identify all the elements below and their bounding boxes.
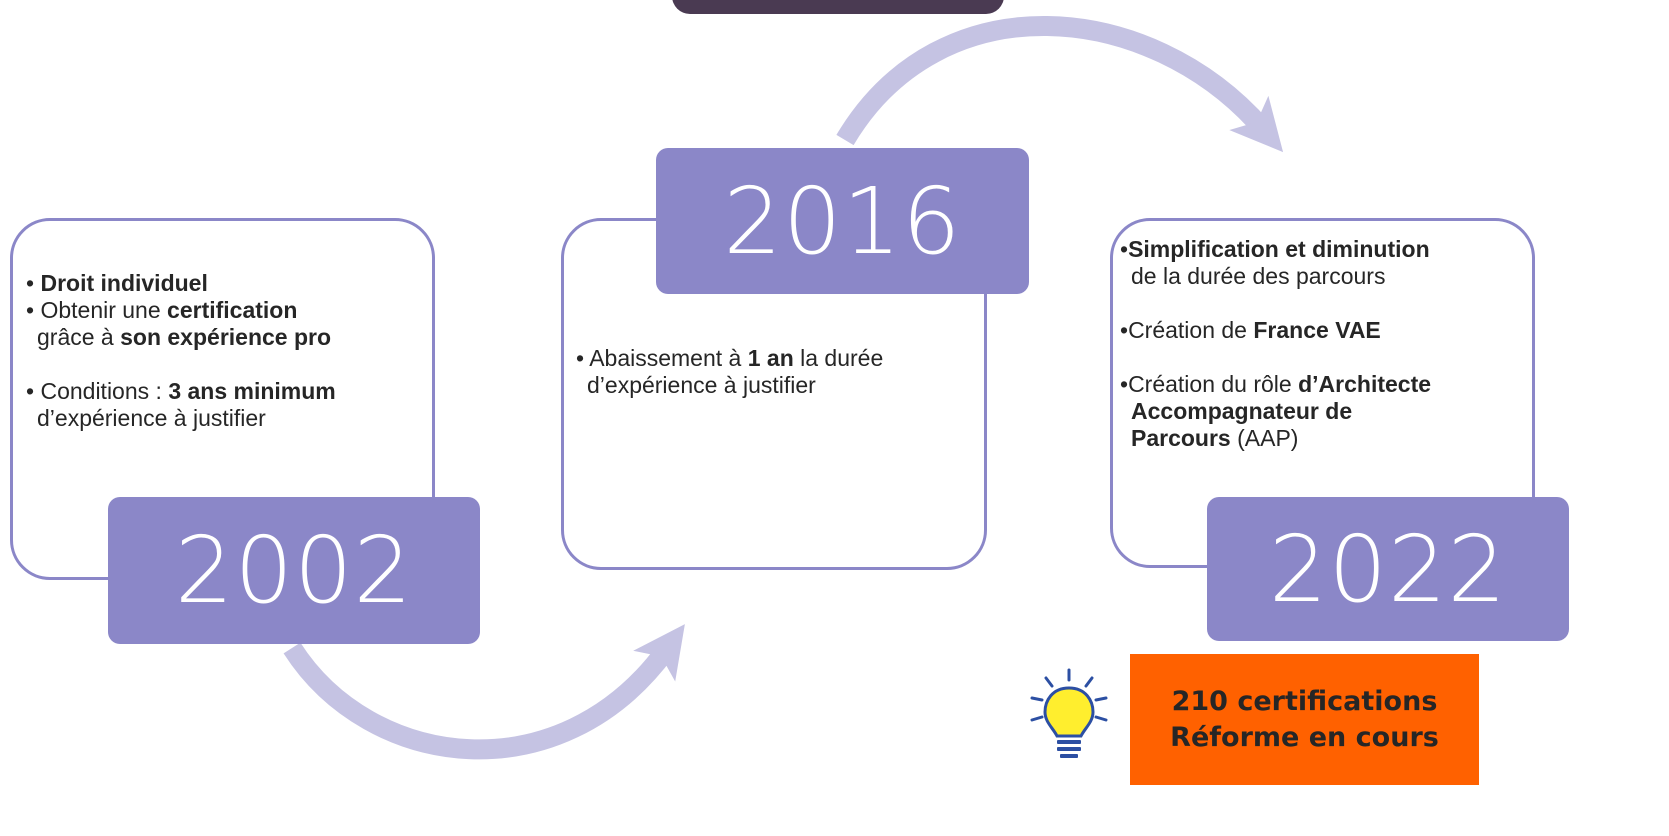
card-text-2002: • Droit individuel• Obtenir une certific… — [26, 270, 426, 432]
bullet-item: •Simplification et diminution — [1120, 236, 1520, 263]
bullet-item: • Conditions : 3 ans minimum — [26, 378, 426, 405]
bullet-continuation: grâce à son expérience pro — [26, 324, 426, 351]
text-run: Conditions : — [40, 378, 169, 404]
bullet-item: • Droit individuel — [26, 270, 426, 297]
bullet-item: •Création du rôle d’Architecte — [1120, 371, 1520, 398]
callout-line-1: 210 certifications — [1171, 685, 1438, 717]
text-run: Obtenir une — [40, 297, 168, 323]
bullet-continuation: Accompagnateur de — [1120, 398, 1520, 425]
text-run: (AAP) — [1230, 425, 1299, 451]
bullet-icon: • — [26, 270, 41, 296]
year-2002: 2002 — [108, 497, 480, 644]
bullet-continuation: d’expérience à justifier — [26, 405, 426, 432]
bullet-continuation: Parcours (AAP) — [1120, 425, 1520, 452]
bullet-continuation: d’expérience à justifier — [576, 372, 976, 399]
callout-line-2: Réforme en cours — [1170, 721, 1439, 753]
callout-box: 210 certifications Réforme en cours — [1130, 654, 1479, 785]
curved-arrow-icon — [283, 624, 685, 760]
text-run: la durée — [793, 345, 884, 371]
text-run: d’expérience à justifier — [587, 372, 816, 398]
text-run: Simplification et diminution — [1128, 236, 1430, 262]
year-2016: 2016 — [656, 148, 1029, 294]
bullet-icon: • — [26, 378, 41, 404]
text-run: de la durée des parcours — [1131, 263, 1386, 289]
text-run: son expérience pro — [120, 324, 332, 350]
year-2022: 2022 — [1207, 497, 1569, 641]
text-run: certification — [167, 297, 298, 323]
bullet-item: • Obtenir une certification — [26, 297, 426, 324]
header-tab — [672, 0, 1004, 14]
text-run: Création de — [1128, 317, 1254, 343]
text-run: 3 ans minimum — [168, 378, 336, 404]
bullet-icon: • — [576, 345, 590, 371]
lightbulb-icon — [1030, 668, 1108, 758]
text-run: d’Architecte — [1298, 371, 1432, 397]
text-run: Droit individuel — [40, 270, 208, 296]
bullet-icon: • — [26, 297, 41, 323]
bullet-item: •Création de France VAE — [1120, 317, 1520, 344]
text-run: France VAE — [1253, 317, 1381, 343]
text-run: grâce à — [37, 324, 121, 350]
bullet-continuation: de la durée des parcours — [1120, 263, 1520, 290]
bullet-icon: • — [1120, 371, 1129, 397]
text-run: d’expérience à justifier — [37, 405, 266, 431]
text-run: Création du rôle — [1128, 371, 1299, 397]
text-run: 1 an — [747, 345, 794, 371]
text-run: Parcours — [1131, 425, 1231, 451]
bullet-icon: • — [1120, 317, 1129, 343]
curved-arrow-icon — [836, 16, 1284, 153]
bullet-icon: • — [1120, 236, 1129, 262]
text-run: Abaissement à — [589, 345, 748, 371]
text-run: Accompagnateur de — [1131, 398, 1353, 424]
bullet-item: • Abaissement à 1 an la durée — [576, 345, 976, 372]
